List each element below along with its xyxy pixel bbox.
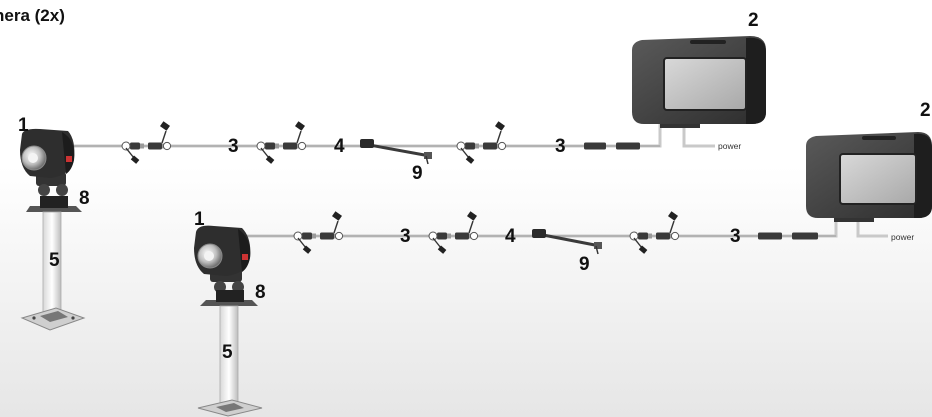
connector-pair-1d [584,142,640,150]
connector-pair-2d [758,232,818,240]
diagram-title: hera (2x) [0,6,65,25]
stand-1 [20,196,86,331]
adapter-cable-1 [360,139,432,165]
connector-pair-1a [122,121,171,164]
monitor-2 [806,132,932,222]
label-stand-2: 5 [222,342,233,363]
label-mount-2: 8 [255,282,266,303]
monitor-1 [632,36,766,128]
label-power-1: power [718,141,741,151]
label-adapter-1: 9 [412,163,423,184]
camera-2 [194,225,251,293]
camera-1 [20,128,75,196]
connector-pair-2c [630,211,679,254]
label-mount-1: 8 [79,188,90,209]
system-2: 1 8 5 3 4 9 3 2 power [194,100,932,417]
label-monitor-1: 2 [748,10,759,31]
label-extension-1b: 3 [555,136,566,157]
label-adapter-2: 9 [579,254,590,275]
connector-pair-2b [429,211,478,254]
label-stand-1: 5 [49,250,60,271]
stand-2 [197,290,263,417]
label-camera-1: 1 [18,115,29,136]
label-extension-2a: 3 [400,226,411,247]
label-splitter-2: 4 [505,226,516,247]
label-extension-1a: 3 [228,136,239,157]
system-1: 1 8 5 3 4 9 3 2 power [18,10,766,331]
label-power-2: power [891,232,914,242]
label-extension-2b: 3 [730,226,741,247]
power-cable-1 [682,122,715,148]
connector-pair-1b [257,121,306,164]
label-splitter-1: 4 [334,136,345,157]
power-cable-2 [856,218,888,238]
connector-pair-2a [294,211,343,254]
connector-pair-1c [457,121,506,164]
adapter-cable-2 [532,229,602,255]
label-monitor-2: 2 [920,100,931,121]
label-camera-2: 1 [194,209,205,230]
